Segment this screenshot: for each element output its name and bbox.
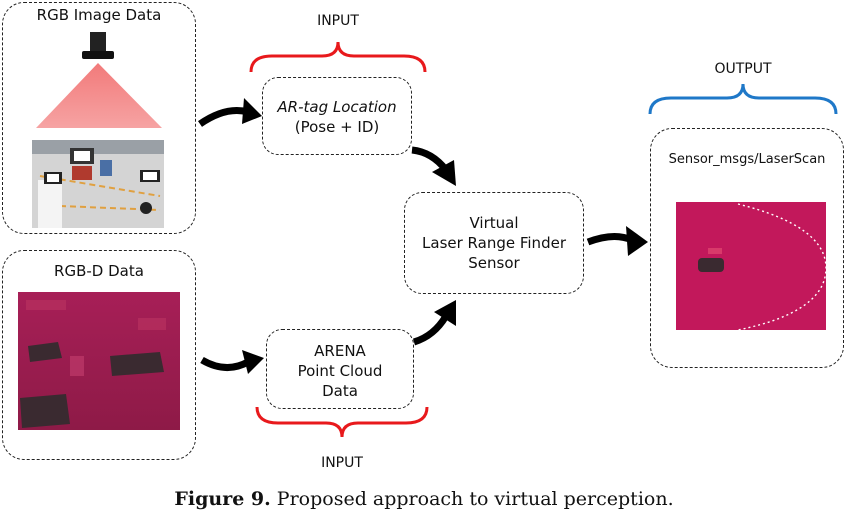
laserscan-image bbox=[676, 202, 827, 331]
output-panel bbox=[650, 128, 844, 368]
arrow-rgbd-to-arena bbox=[200, 350, 264, 374]
output-panel-title: Sensor_msgs/LaserScan bbox=[668, 152, 826, 167]
depth-image bbox=[18, 292, 180, 430]
laser-line1: Virtual bbox=[469, 214, 519, 232]
figure-caption: Figure 9. Proposed approach to virtual p… bbox=[0, 488, 848, 510]
input-brace-top bbox=[249, 41, 427, 73]
output-brace bbox=[648, 83, 838, 115]
input-label-bottom: INPUT bbox=[321, 455, 363, 471]
laser-sensor-box bbox=[404, 192, 584, 294]
rgbd-panel bbox=[2, 250, 196, 460]
camera-view-cone bbox=[36, 63, 162, 128]
arena-line2: Point Cloud bbox=[297, 362, 383, 380]
input-label-top: INPUT bbox=[317, 13, 359, 29]
input-brace-bottom bbox=[255, 406, 429, 438]
output-label: OUTPUT bbox=[714, 61, 772, 77]
rgbd-panel-title: RGB-D Data bbox=[54, 262, 144, 280]
laser-line3: Sensor bbox=[468, 254, 520, 272]
arena-line1: ARENA bbox=[314, 342, 366, 360]
arrow-rgb-to-artag bbox=[198, 98, 262, 127]
camera-icon bbox=[82, 32, 114, 59]
artag-subtitle: (Pose + ID) bbox=[294, 118, 380, 136]
arrow-arena-to-laser bbox=[412, 300, 456, 346]
caption-text: Proposed approach to virtual perception. bbox=[276, 488, 674, 510]
rgb-panel-title: RGB Image Data bbox=[36, 6, 162, 24]
artag-box bbox=[262, 77, 412, 155]
arrow-laser-to-output bbox=[586, 226, 648, 256]
caption-figure-number: Figure 9. bbox=[174, 488, 271, 510]
arena-photo bbox=[32, 140, 164, 228]
arena-box bbox=[266, 329, 414, 409]
rgb-image-panel bbox=[2, 2, 196, 234]
arena-line3: Data bbox=[322, 382, 358, 400]
arrow-artag-to-laser bbox=[411, 146, 456, 186]
laser-line2: Laser Range Finder bbox=[422, 234, 566, 252]
artag-title: AR-tag Location bbox=[277, 98, 397, 116]
